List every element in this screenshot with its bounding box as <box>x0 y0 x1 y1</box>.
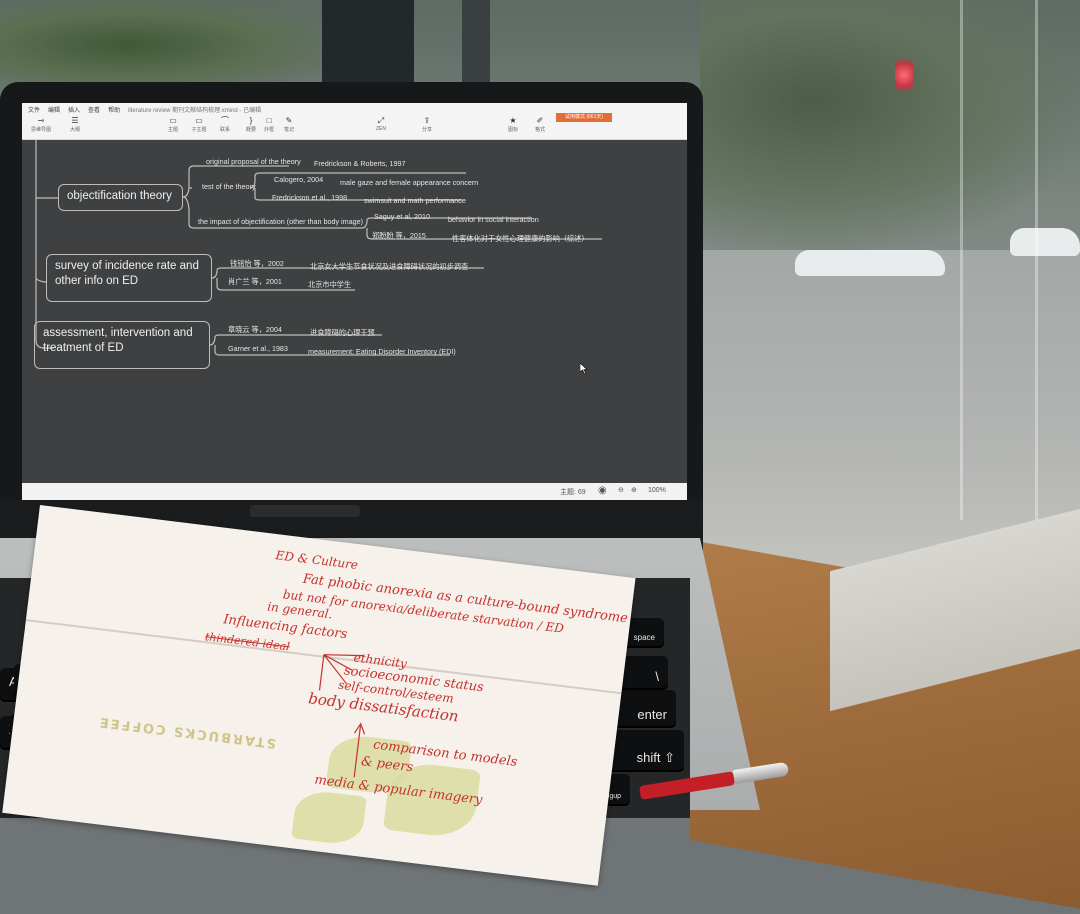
outline-view-button[interactable]: ☰ 大纲 <box>62 116 88 133</box>
reference-cite[interactable]: 钱铭怡 等，2002 <box>230 259 284 268</box>
reference-note[interactable]: measurement: Eating Disorder Inventory (… <box>308 347 456 356</box>
menu-view[interactable]: 查看 <box>88 108 101 114</box>
laptop-logo-plate <box>250 505 360 517</box>
boundary-button[interactable]: □外框 <box>258 116 280 133</box>
subtopic-button[interactable]: ▭子主题 <box>188 116 210 133</box>
icon-panel-button[interactable]: ★图标 <box>502 116 524 133</box>
mindmap-view-button[interactable]: ⊸ 思维导图 <box>28 116 54 133</box>
reference-note[interactable]: swimsuit and math performance <box>364 196 466 205</box>
boundary-icon: □ <box>266 116 272 125</box>
relationship-button[interactable]: ⌒联系 <box>214 116 236 133</box>
topic-count: 主题: 69 <box>560 489 586 496</box>
zen-button[interactable]: ⤢ZEN <box>370 116 392 132</box>
reference-note[interactable]: 北京女大学生节食状况及进食障碍状况的初步调查 <box>310 262 469 271</box>
reference-cite[interactable]: Calogero, 2004 <box>274 175 324 184</box>
subtopic-icon: ▭ <box>195 116 203 125</box>
reference-note[interactable]: 北京市中学生 <box>308 280 352 289</box>
topic-survey-incidence[interactable]: survey of incidence rate and other info … <box>46 254 212 302</box>
menu-file[interactable]: 文件 <box>28 108 41 114</box>
parked-car <box>1010 228 1080 256</box>
notes-icon: ✎ <box>285 116 293 125</box>
mindmap-icon: ⊸ <box>37 116 45 125</box>
menu-help[interactable]: 帮助 <box>108 108 121 114</box>
reference-note[interactable]: 性客体化对于女性心理健康的影响（综述） <box>452 234 589 243</box>
topic-assessment-treatment[interactable]: assessment, intervention and treatment o… <box>34 321 210 369</box>
star-icon: ★ <box>509 116 517 125</box>
window-frame <box>462 0 490 84</box>
zoom-level[interactable]: 100% <box>648 487 666 494</box>
trial-badge[interactable]: 试用模式 (661天) <box>556 113 612 122</box>
reference-cite[interactable]: 郑盼盼 等，2015 <box>372 231 426 240</box>
outside-trees-left <box>0 0 320 90</box>
topic-icon: ▭ <box>169 116 177 125</box>
relationship-icon: ⌒ <box>221 116 229 125</box>
glass-edge <box>960 0 963 520</box>
reference-note[interactable]: 进食障碍的心理干预 <box>310 328 375 337</box>
share-icon: ⇪ <box>423 116 431 125</box>
outline-icon: ☰ <box>71 116 79 125</box>
reference-note[interactable]: behavior in social interaction <box>448 215 539 224</box>
topic-objectification-theory[interactable]: objectification theory <box>58 184 183 211</box>
zoom-out-icon[interactable]: ⊖ <box>618 487 624 494</box>
reference-cite[interactable]: Saguy et al, 2010 <box>374 212 430 221</box>
menu-bar: 文件 编辑 插入 查看 帮助 literature review 期刊文献结构梳… <box>28 105 261 114</box>
summary-icon: } <box>249 116 253 125</box>
reference-cite[interactable]: Fredrickson et al., 1998 <box>272 193 348 202</box>
subtopic-label[interactable]: test of the theory <box>202 182 256 191</box>
brush-icon: ✐ <box>536 116 544 125</box>
reference-note[interactable]: male gaze and female appearance concern <box>340 178 479 187</box>
zen-icon: ⤢ <box>377 116 385 125</box>
outside-trees-right <box>700 0 1080 250</box>
napkin-notes: STARBUCKS COFFEE ED & Culture Fat phobic… <box>2 505 636 886</box>
glass-edge <box>1035 0 1038 560</box>
app-toolbar: 文件 编辑 插入 查看 帮助 literature review 期刊文献结构梳… <box>22 103 687 140</box>
note-arrows <box>318 654 366 778</box>
share-button[interactable]: ⇪分享 <box>416 116 438 133</box>
window-frame <box>322 0 414 84</box>
laptop-screen: 文件 编辑 插入 查看 帮助 literature review 期刊文献结构梳… <box>22 103 687 500</box>
menu-insert[interactable]: 插入 <box>68 108 81 114</box>
parked-car <box>795 250 945 276</box>
topic-button[interactable]: ▭主题 <box>162 116 184 133</box>
notes-button[interactable]: ✎笔记 <box>278 116 300 133</box>
reference-cite[interactable]: 章晓云 等，2004 <box>228 325 282 334</box>
zoom-in-icon[interactable]: ⊕ <box>631 487 637 494</box>
subtopic-label[interactable]: original proposal of the theory <box>206 157 301 166</box>
reference-cite[interactable]: Garner et al., 1983 <box>228 344 288 353</box>
eye-icon[interactable]: ◉ <box>598 485 607 496</box>
format-panel-button[interactable]: ✐格式 <box>529 116 551 133</box>
reference-cite[interactable]: Fredrickson & Roberts, 1997 <box>314 159 406 168</box>
document-title: literature review 期刊文献结构梳理.xmind - 已编辑 <box>128 108 262 114</box>
status-bar: 主题: 69 ◉ ⊖ ⊕ 100% <box>22 483 687 500</box>
subtopic-label[interactable]: the impact of objectification (other tha… <box>198 217 364 226</box>
traffic-light <box>895 55 913 95</box>
mindmap-canvas[interactable]: objectification theory survey of inciden… <box>22 140 687 486</box>
mindmap-connectors <box>35 140 602 356</box>
summary-button[interactable]: }概要 <box>240 116 262 133</box>
menu-edit[interactable]: 编辑 <box>48 108 61 114</box>
reference-cite[interactable]: 肖广兰 等，2001 <box>228 277 282 286</box>
mouse-cursor-icon <box>580 363 588 374</box>
